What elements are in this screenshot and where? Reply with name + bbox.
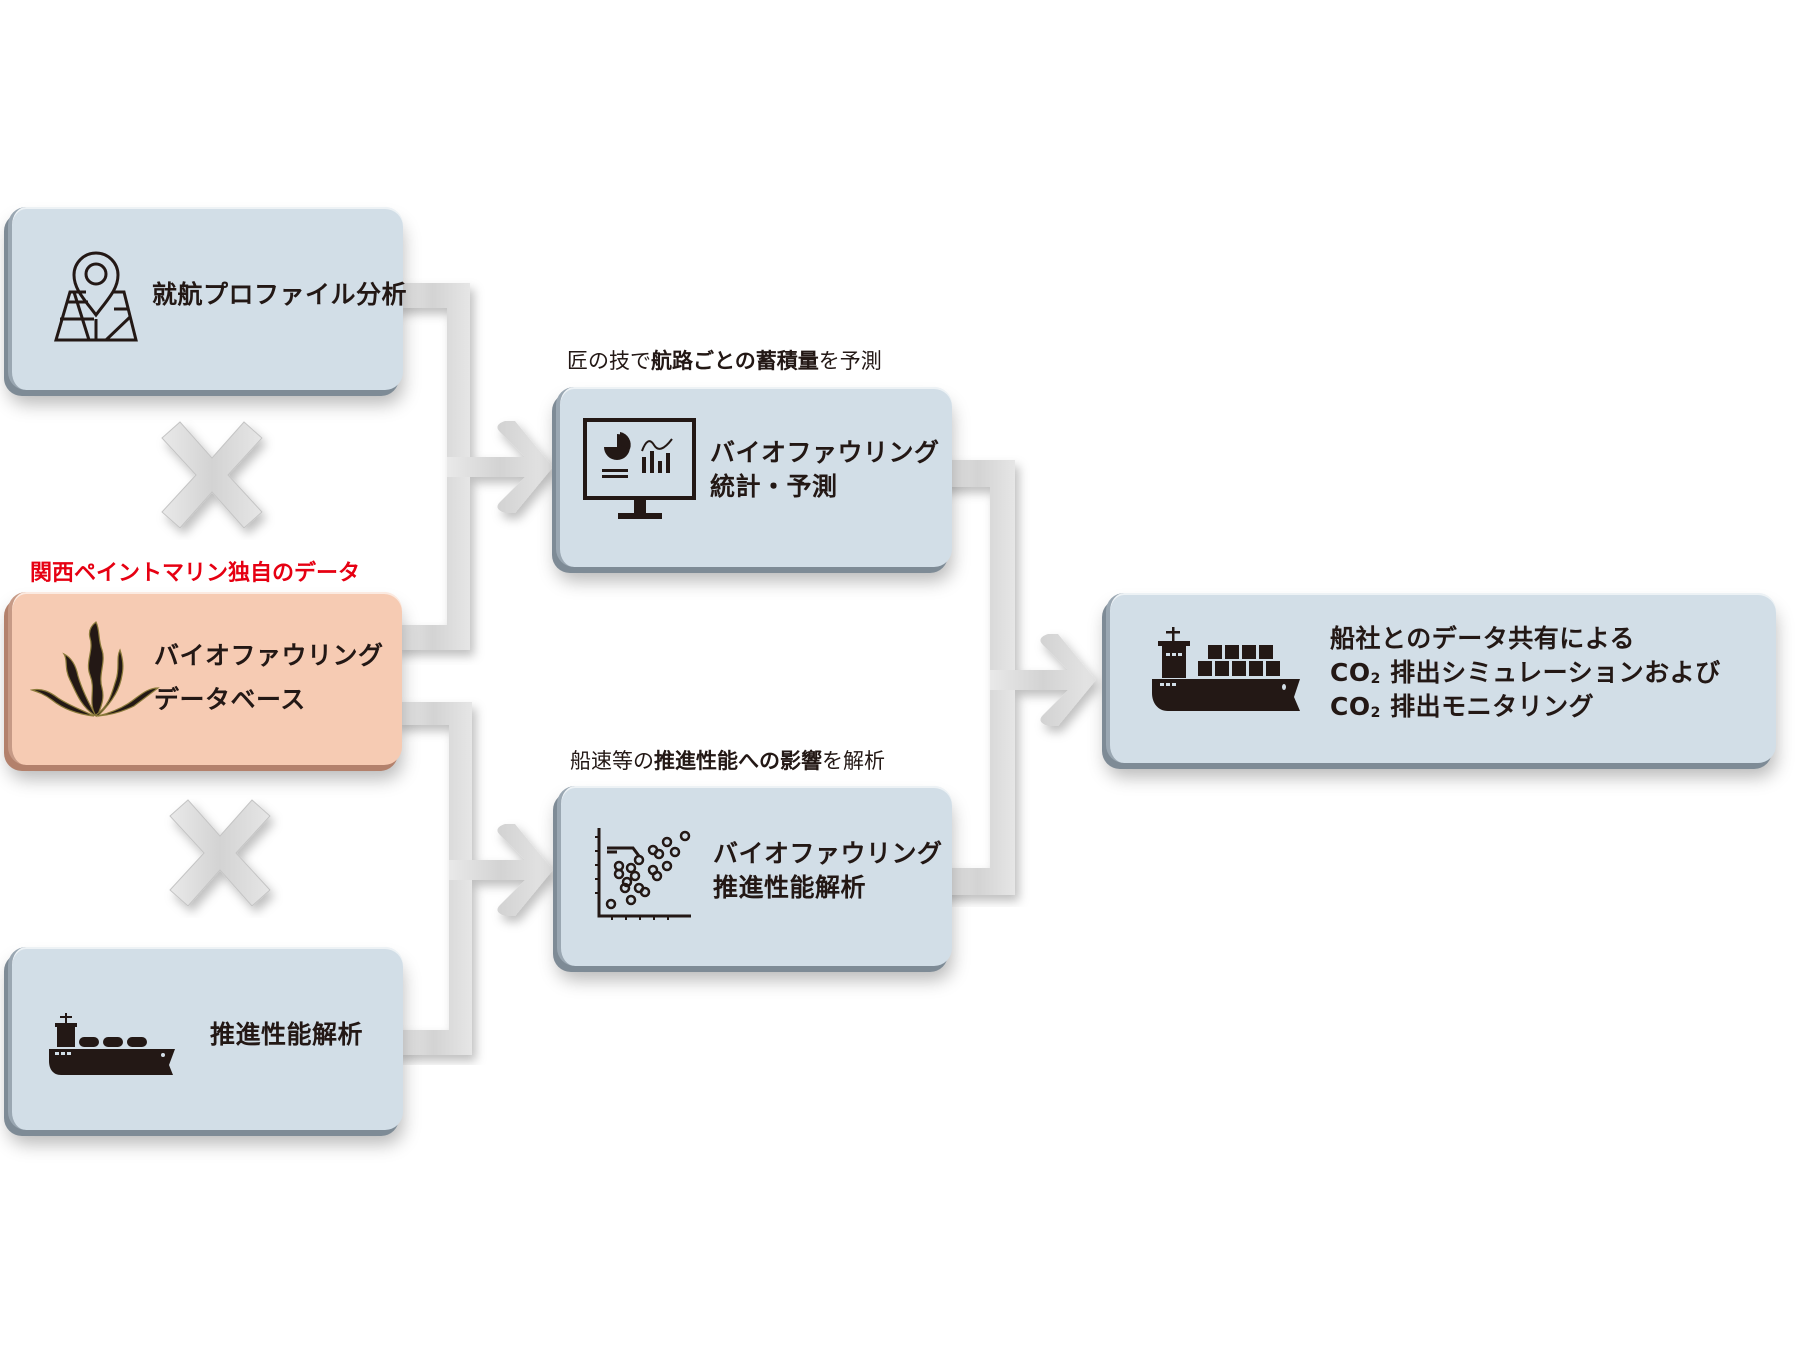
stats-label-line1: バイオファウリング — [710, 438, 940, 467]
perf-analysis-box: バイオファウリング 推進性能解析 — [557, 786, 952, 966]
multiply-icon — [169, 799, 271, 907]
map-pin-icon — [54, 251, 138, 342]
biofouling-db-label-line1: バイオファウリング — [154, 641, 384, 670]
perf-label-line2: 推進性能解析 — [713, 873, 867, 902]
stats-caption: 匠の技で航路ごとの蓄積量を予測 — [567, 349, 882, 373]
stats-label-line2: 統計・予測 — [710, 472, 838, 501]
biofouling-db-box: バイオファウリング データベース — [8, 592, 402, 765]
output-line2: CO2 排出シミュレーションおよび — [1330, 658, 1721, 687]
output-line1: 船社とのデータ共有による — [1330, 624, 1636, 653]
monitor-chart-icon — [583, 418, 696, 519]
voyage-profile-box: 就航プロファイル分析 — [8, 207, 407, 390]
propulsion-box: 推進性能解析 — [8, 947, 403, 1130]
connector-bottom-left — [395, 702, 553, 1055]
perf-caption: 船速等の推進性能への影響を解析 — [570, 749, 885, 773]
propulsion-label: 推進性能解析 — [210, 1020, 364, 1049]
biofouling-db-heading: 関西ペイントマリン独自のデータ — [30, 561, 361, 586]
perf-label-line1: バイオファウリング — [713, 839, 943, 868]
connector-right — [940, 460, 1096, 895]
connector-top-left — [395, 283, 553, 650]
scatter-plot-icon — [595, 828, 691, 920]
stats-forecast-box: バイオファウリング 統計・予測 — [556, 387, 952, 567]
container-ship-icon — [1152, 627, 1300, 711]
seaweed-icon — [30, 621, 160, 718]
voyage-profile-label: 就航プロファイル分析 — [152, 280, 408, 309]
ship-icon — [49, 1013, 175, 1075]
biofouling-db-label-line2: データベース — [154, 685, 306, 714]
output-line3: CO2 排出モニタリング — [1330, 692, 1595, 721]
multiply-icon — [161, 421, 263, 529]
co2-output-box: 船社とのデータ共有による CO2 排出シミュレーションおよび CO2 排出モニタ… — [1106, 593, 1776, 763]
